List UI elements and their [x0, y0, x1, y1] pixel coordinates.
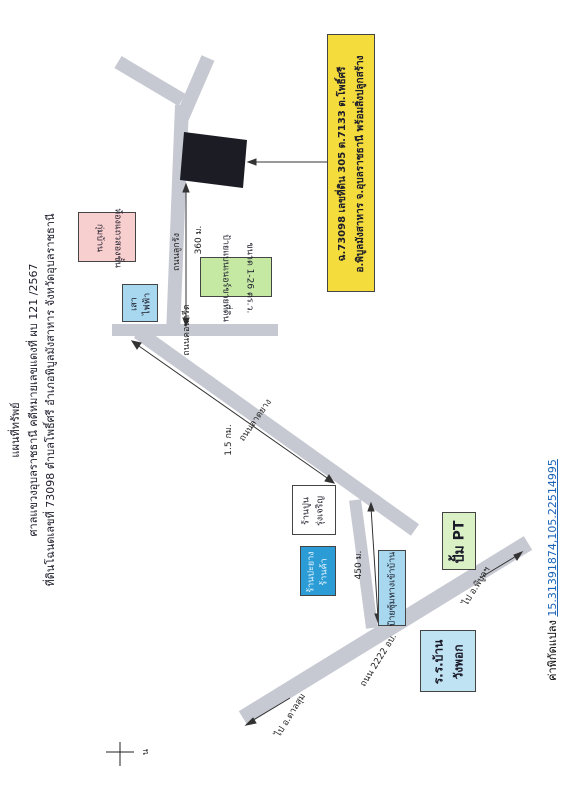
arrows [130, 158, 524, 726]
cement-shop-box: ร้านปูน รุ่งเจริญ [292, 485, 336, 535]
road-asphalt [133, 326, 420, 536]
pole-line-2: ไฟฟ้า [142, 292, 153, 316]
entrance-sign-label: ป้ายซุ้มทางเข้าบ้าน [387, 551, 398, 627]
property-land [180, 132, 247, 188]
distance-360-label: 360 ม. [194, 225, 204, 255]
banner-sign-box: ป้ายแบนเนอร์ขายที่ดิน ขนาด 1-26 ตร.ว. [200, 234, 272, 322]
arrow-to-right [479, 554, 519, 579]
tire-shop-line-1: ร้านปะยาง [306, 551, 317, 593]
header-line-1: แผนที่ทรัพย์ [9, 402, 22, 458]
electric-pole-box: เสา ไฟฟ้า [122, 284, 158, 322]
row-house-box: กุ่มบ้าน ห้องแถวสองชั้น [78, 208, 136, 268]
property-pointer-arrowhead [246, 158, 257, 166]
property-box: ฉ.73098 เลขที่ดิน 305 ต.7133 ต.โพธิ์ศรี … [327, 34, 375, 292]
road-2222 [238, 536, 533, 725]
road-top-branch-left [114, 55, 186, 107]
header-line-2: ศาลแขวงอุบลราชธานี คดีหมายเลขแดงที่ ผบ 1… [27, 263, 40, 537]
row-house-line-1: กุ่มบ้าน [94, 223, 105, 253]
distance-15km-label: 1.5 กม. [224, 424, 234, 456]
tire-shop-line-2: ร้านค้า [319, 558, 330, 586]
dimension-450-head-a [367, 501, 375, 512]
dimension-15km-head-b [324, 474, 336, 484]
entrance-sign-box: ป้ายซุ้มทางเข้าบ้าน [378, 550, 406, 626]
property-line-2: อ.พิบูลมังสาหาร จ.อุบลราชธานี พร้อมสิ่งป… [354, 55, 366, 273]
coordinates-label: ค่าพิกัดแปลง [546, 620, 559, 681]
distance-450-label: 450 ม. [354, 550, 364, 580]
header-line-3: ที่ดินโฉนดเลขที่ 73098 ตำบลโพธิ์ศรี อำเภ… [44, 213, 57, 587]
road-laterite-label: ถนนลูกรัง [172, 233, 182, 271]
property-line-1: ฉ.73098 เลขที่ดิน 305 ต.7133 ต.โพธิ์ศรี [336, 66, 348, 262]
road-connector [349, 499, 378, 629]
tire-shop-box: ร้านปะยาง ร้านค้า [300, 546, 336, 596]
cement-shop-line-1: ร้านปูน [301, 497, 312, 525]
coordinates-value[interactable]: 15.31391874,105.22514995 [546, 459, 559, 617]
school-box: ร.ร.บ้าน วังพอก [420, 630, 476, 692]
road-network [112, 55, 533, 725]
dimension-360-head-b [182, 317, 190, 328]
school-line-2: วังพอก [451, 644, 466, 680]
arrow-to-left-head [244, 717, 257, 726]
north-arrow-icon [106, 742, 134, 766]
pump-pt-label: ปั้ม PT [451, 520, 468, 564]
pump-pt-box: ปั้ม PT [442, 512, 476, 570]
road-laterite [166, 104, 189, 336]
school-line-1: ร.ร.บ้าน [431, 639, 446, 685]
north-label: น [141, 748, 151, 756]
dimension-450 [370, 506, 379, 619]
dimension-360-head-a [182, 182, 190, 193]
arrow-to-left [249, 697, 291, 723]
pole-line-1: เสา [129, 297, 140, 311]
banner-line-1: ป้ายแบนเนอร์ขายที่ดิน [220, 234, 231, 322]
arrow-to-right-head [513, 551, 524, 561]
coordinates: ค่าพิกัดแปลง 15.31391874,105.22514995 [543, 459, 561, 681]
cement-shop-line-2: รุ่งเจริญ [315, 495, 326, 527]
banner-line-2: ขนาด 1-26 ตร.ว. [244, 242, 255, 314]
dimension-15km [135, 343, 331, 481]
dimension-15km-head-a [130, 340, 142, 350]
row-house-line-2: ห้องแถวสองชั้น [112, 208, 123, 268]
road-concrete-label: ถนนคอนกรีต [182, 304, 192, 356]
